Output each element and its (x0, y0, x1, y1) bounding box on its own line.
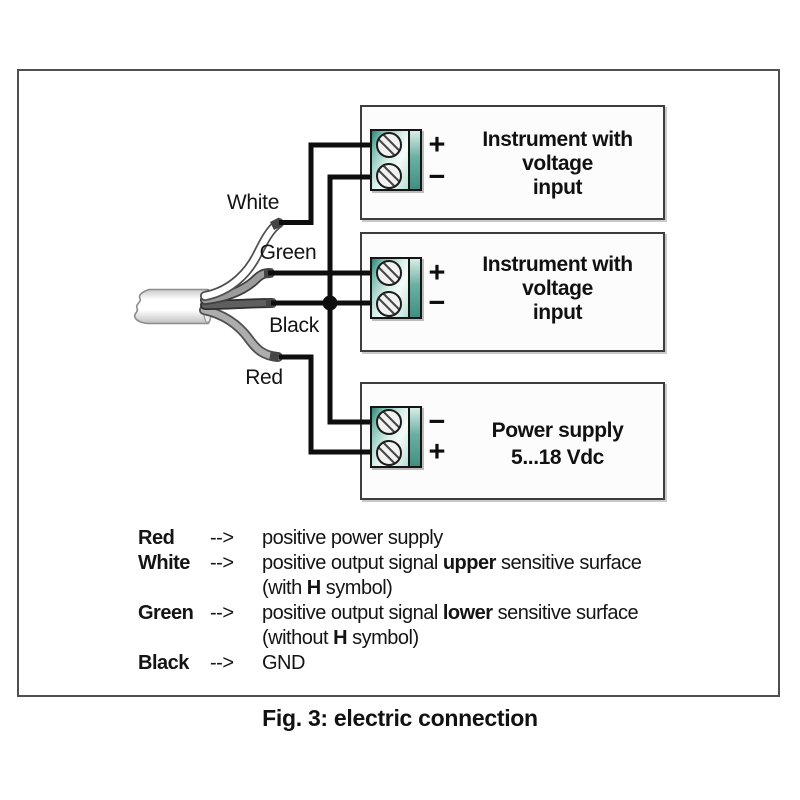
legend-desc-line: GND (262, 651, 678, 676)
legend-description: GND (262, 651, 678, 676)
polarity-sign-box2-bottom: − (428, 287, 446, 319)
title-line: voltage (522, 277, 593, 300)
legend-description: positive power supply (262, 526, 678, 551)
red-wire (199, 305, 283, 362)
black-wire (200, 298, 277, 310)
legend-desc-text: (without (262, 627, 334, 649)
legend-desc-bold: upper (442, 552, 497, 574)
legend-desc-bold: H (333, 627, 348, 649)
title-line: Instrument with (482, 253, 633, 276)
legend-color-name: Black (138, 652, 189, 674)
legend-description: positive output signal lower sensitive s… (262, 601, 678, 651)
wire-label-red: Red (245, 366, 283, 389)
terminal-block-edge (408, 408, 420, 466)
legend-desc-text: positive power supply (262, 527, 443, 549)
polarity-sign-box3-bottom: + (428, 436, 446, 468)
title-line: input (532, 176, 583, 199)
legend-description: positive output signal upper sensitive s… (262, 551, 678, 601)
wire-label-white: White (226, 191, 280, 214)
cable-body (133, 288, 213, 325)
red-to-powersupply-plus-line (279, 354, 372, 455)
title-line: input (532, 301, 583, 324)
legend-desc-text: GND (262, 652, 305, 674)
title-line: voltage (522, 152, 593, 175)
terminal-block-3 (370, 406, 422, 468)
legend-desc-bold: H (306, 577, 321, 599)
legend-desc-line: positive power supply (262, 526, 678, 551)
legend-desc-text: (with (262, 577, 307, 599)
legend-arrow: --> (210, 602, 234, 624)
legend-arrow: --> (210, 527, 234, 549)
legend-arrow: --> (210, 552, 234, 574)
connection-lines (268, 142, 372, 455)
polarity-sign-box2-top: + (428, 257, 446, 289)
screw-terminal-icon (376, 440, 402, 466)
screw-terminal-icon (376, 409, 402, 435)
legend-desc-bold: lower (442, 602, 493, 624)
legend-row-black: Black --> GND (138, 651, 678, 676)
terminal-block-edge (408, 131, 420, 189)
terminal-block-1 (370, 129, 422, 191)
legend-desc-text: sensitive surface (495, 552, 642, 574)
legend-color-name: Red (138, 527, 175, 549)
screw-terminal-icon (376, 260, 402, 286)
legend-desc-text: symbol) (320, 577, 393, 599)
instrument-box-2-title: Instrument with voltage input (455, 253, 660, 325)
legend-row-white: White --> positive output signal upper s… (138, 551, 678, 601)
legend-row-green: Green --> positive output signal lower s… (138, 601, 678, 651)
legend-color-name: White (138, 552, 190, 574)
power-supply-box-title: Power supply 5...18 Vdc (455, 417, 660, 471)
title-line: Power supply (491, 419, 624, 442)
wire-label-green: Green (259, 241, 317, 264)
screw-terminal-icon (376, 163, 402, 189)
title-line: Instrument with (482, 128, 633, 151)
legend-desc-text: positive output signal (262, 552, 443, 574)
instrument-box-1-title: Instrument with voltage input (455, 128, 660, 200)
legend-desc-line: (with H symbol) (262, 576, 678, 601)
polarity-sign-box1-bottom: − (428, 161, 446, 193)
legend-desc-text: positive output signal (262, 602, 443, 624)
polarity-sign-box3-top: − (428, 406, 446, 438)
legend-arrow: --> (210, 652, 234, 674)
legend-color-name: Green (138, 602, 194, 624)
title-line: 5...18 Vdc (511, 446, 604, 469)
legend-row-red: Red --> positive power supply (138, 526, 678, 551)
wire-label-black: Black (269, 314, 319, 337)
legend-desc-text: symbol) (347, 627, 419, 649)
legend-desc-line: positive output signal lower sensitive s… (262, 601, 678, 626)
legend-desc-text: sensitive surface (492, 602, 639, 624)
terminal-block-edge (408, 259, 420, 317)
polarity-sign-box1-top: + (428, 129, 446, 161)
white-to-instrument1-plus-line (279, 142, 372, 225)
screw-terminal-icon (376, 291, 402, 317)
screw-terminal-icon (376, 132, 402, 158)
junction-dot (322, 295, 338, 311)
legend-desc-line: positive output signal upper sensitive s… (262, 551, 678, 576)
white-wire (200, 218, 284, 301)
legend-desc-line: (without H symbol) (262, 626, 678, 651)
figure-caption: Fig. 3: electric connection (262, 705, 538, 731)
terminal-block-2 (370, 257, 422, 319)
wire-legend: Red --> positive power supply White --> … (138, 526, 678, 676)
